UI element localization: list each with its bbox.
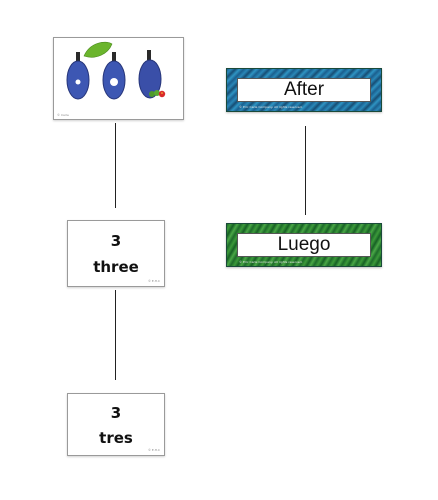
number-three-english-card[interactable]: 3 three © E.H.C [67,220,165,287]
caterpillar-icon [149,90,166,98]
after-fine-print: © Eric Carle Company. All rights reserve… [239,105,303,109]
connector-line-left-top [115,123,116,208]
luego-label: Luego [237,233,371,257]
number-digit: 3 [110,404,122,422]
leaf-icon [83,41,113,58]
number-word-english: three [93,258,139,276]
connector-line-left-bottom [115,290,116,380]
number-three-spanish-card[interactable]: 3 tres © E.H.C [67,393,165,456]
after-word-card[interactable]: After © Eric Carle Company. All rights r… [226,68,382,112]
plum-icon [139,60,161,98]
luego-fine-print: © Eric Carle Company. All rights reserve… [239,260,303,264]
plums-picture-card[interactable]: © Carle [53,37,184,120]
number-word-spanish: tres [99,429,133,447]
plums-illustration [66,41,166,100]
after-label: After [237,78,371,102]
number-digit: 3 [110,232,122,250]
picture-card-credit: © Carle [57,113,69,117]
luego-word-card[interactable]: Luego © Eric Carle Company. All rights r… [226,223,382,267]
english-card-credit: © E.H.C [147,279,160,283]
spanish-card-credit: © E.H.C [147,448,160,452]
connector-line-right [305,126,306,215]
